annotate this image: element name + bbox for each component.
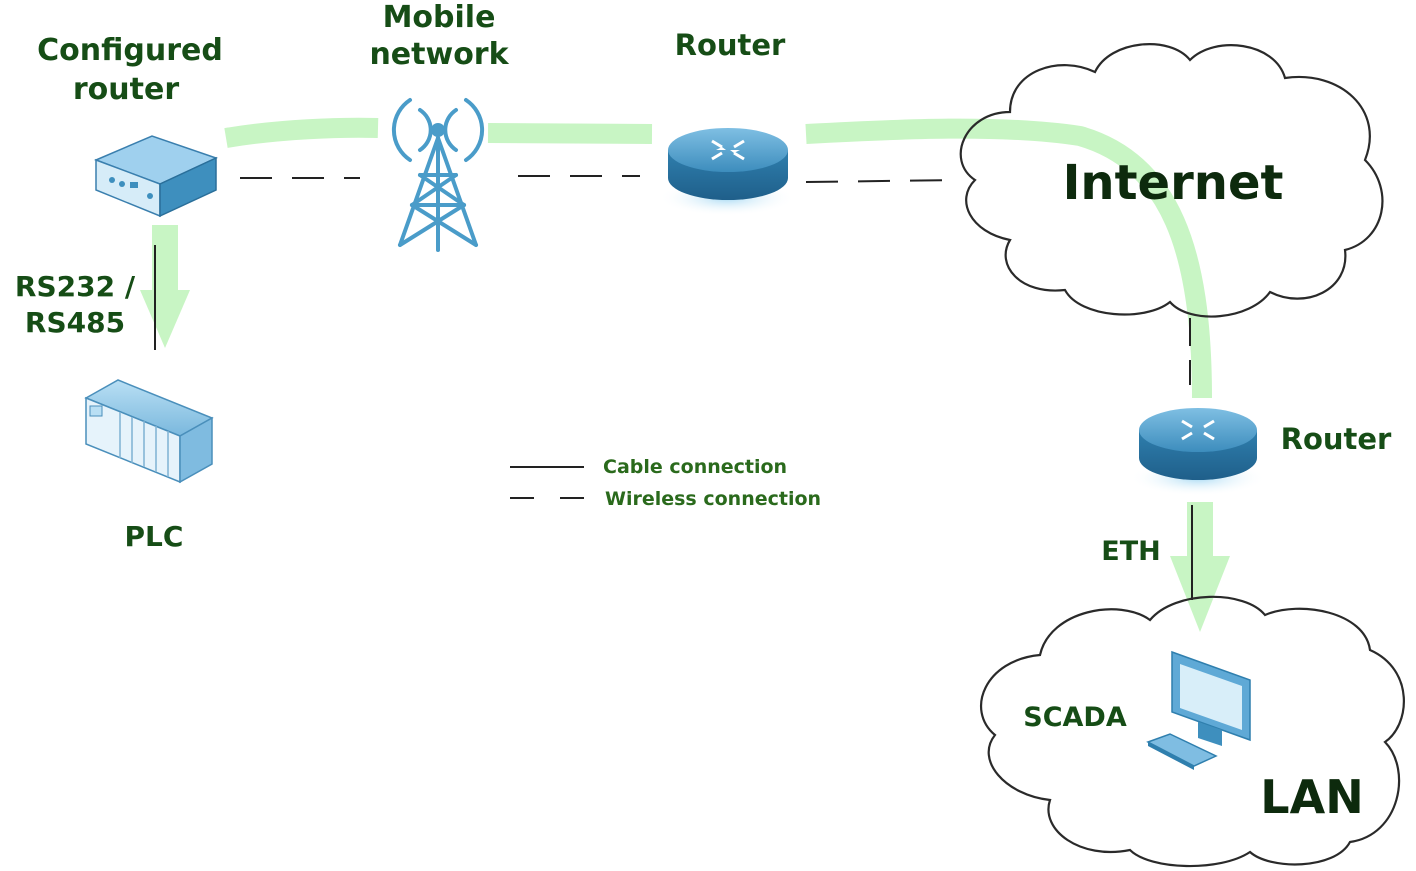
legend-cable-label: Cable connection	[603, 456, 787, 478]
scada-label: SCADA	[1023, 702, 1127, 733]
lan-label: LAN	[1260, 770, 1363, 824]
legend-wireless-label: Wireless connection	[605, 488, 821, 510]
plc-label: PLC	[125, 520, 184, 553]
internet-label: Internet	[1063, 155, 1284, 211]
mobile-network-label-line2: network	[369, 37, 509, 72]
mobile-network-label-line1: Mobile	[383, 0, 496, 35]
cable-links	[154, 245, 1193, 600]
configured-router-label-line2: router	[73, 72, 179, 107]
data-flow-path	[140, 117, 1230, 632]
router-top-icon[interactable]	[659, 128, 795, 216]
plc-icon[interactable]	[84, 379, 214, 484]
cell-tower-icon[interactable]	[391, 98, 485, 252]
router-right-icon[interactable]	[1130, 408, 1266, 496]
wireless-links	[240, 175, 963, 183]
legend: Cable connection Wireless connection	[510, 456, 821, 510]
configured-router-icon[interactable]	[93, 135, 219, 218]
router-right-label: Router	[1281, 422, 1392, 456]
computer-icon[interactable]	[1146, 650, 1251, 770]
eth-label: ETH	[1101, 536, 1160, 567]
rs-label-line1: RS232 /	[15, 270, 136, 303]
configured-router-label-line1: Configured	[37, 33, 223, 68]
rs-label-line2: RS485	[25, 306, 125, 339]
lan-cloud	[979, 595, 1405, 868]
internet-cloud	[959, 43, 1384, 318]
router-top-label: Router	[675, 28, 786, 62]
